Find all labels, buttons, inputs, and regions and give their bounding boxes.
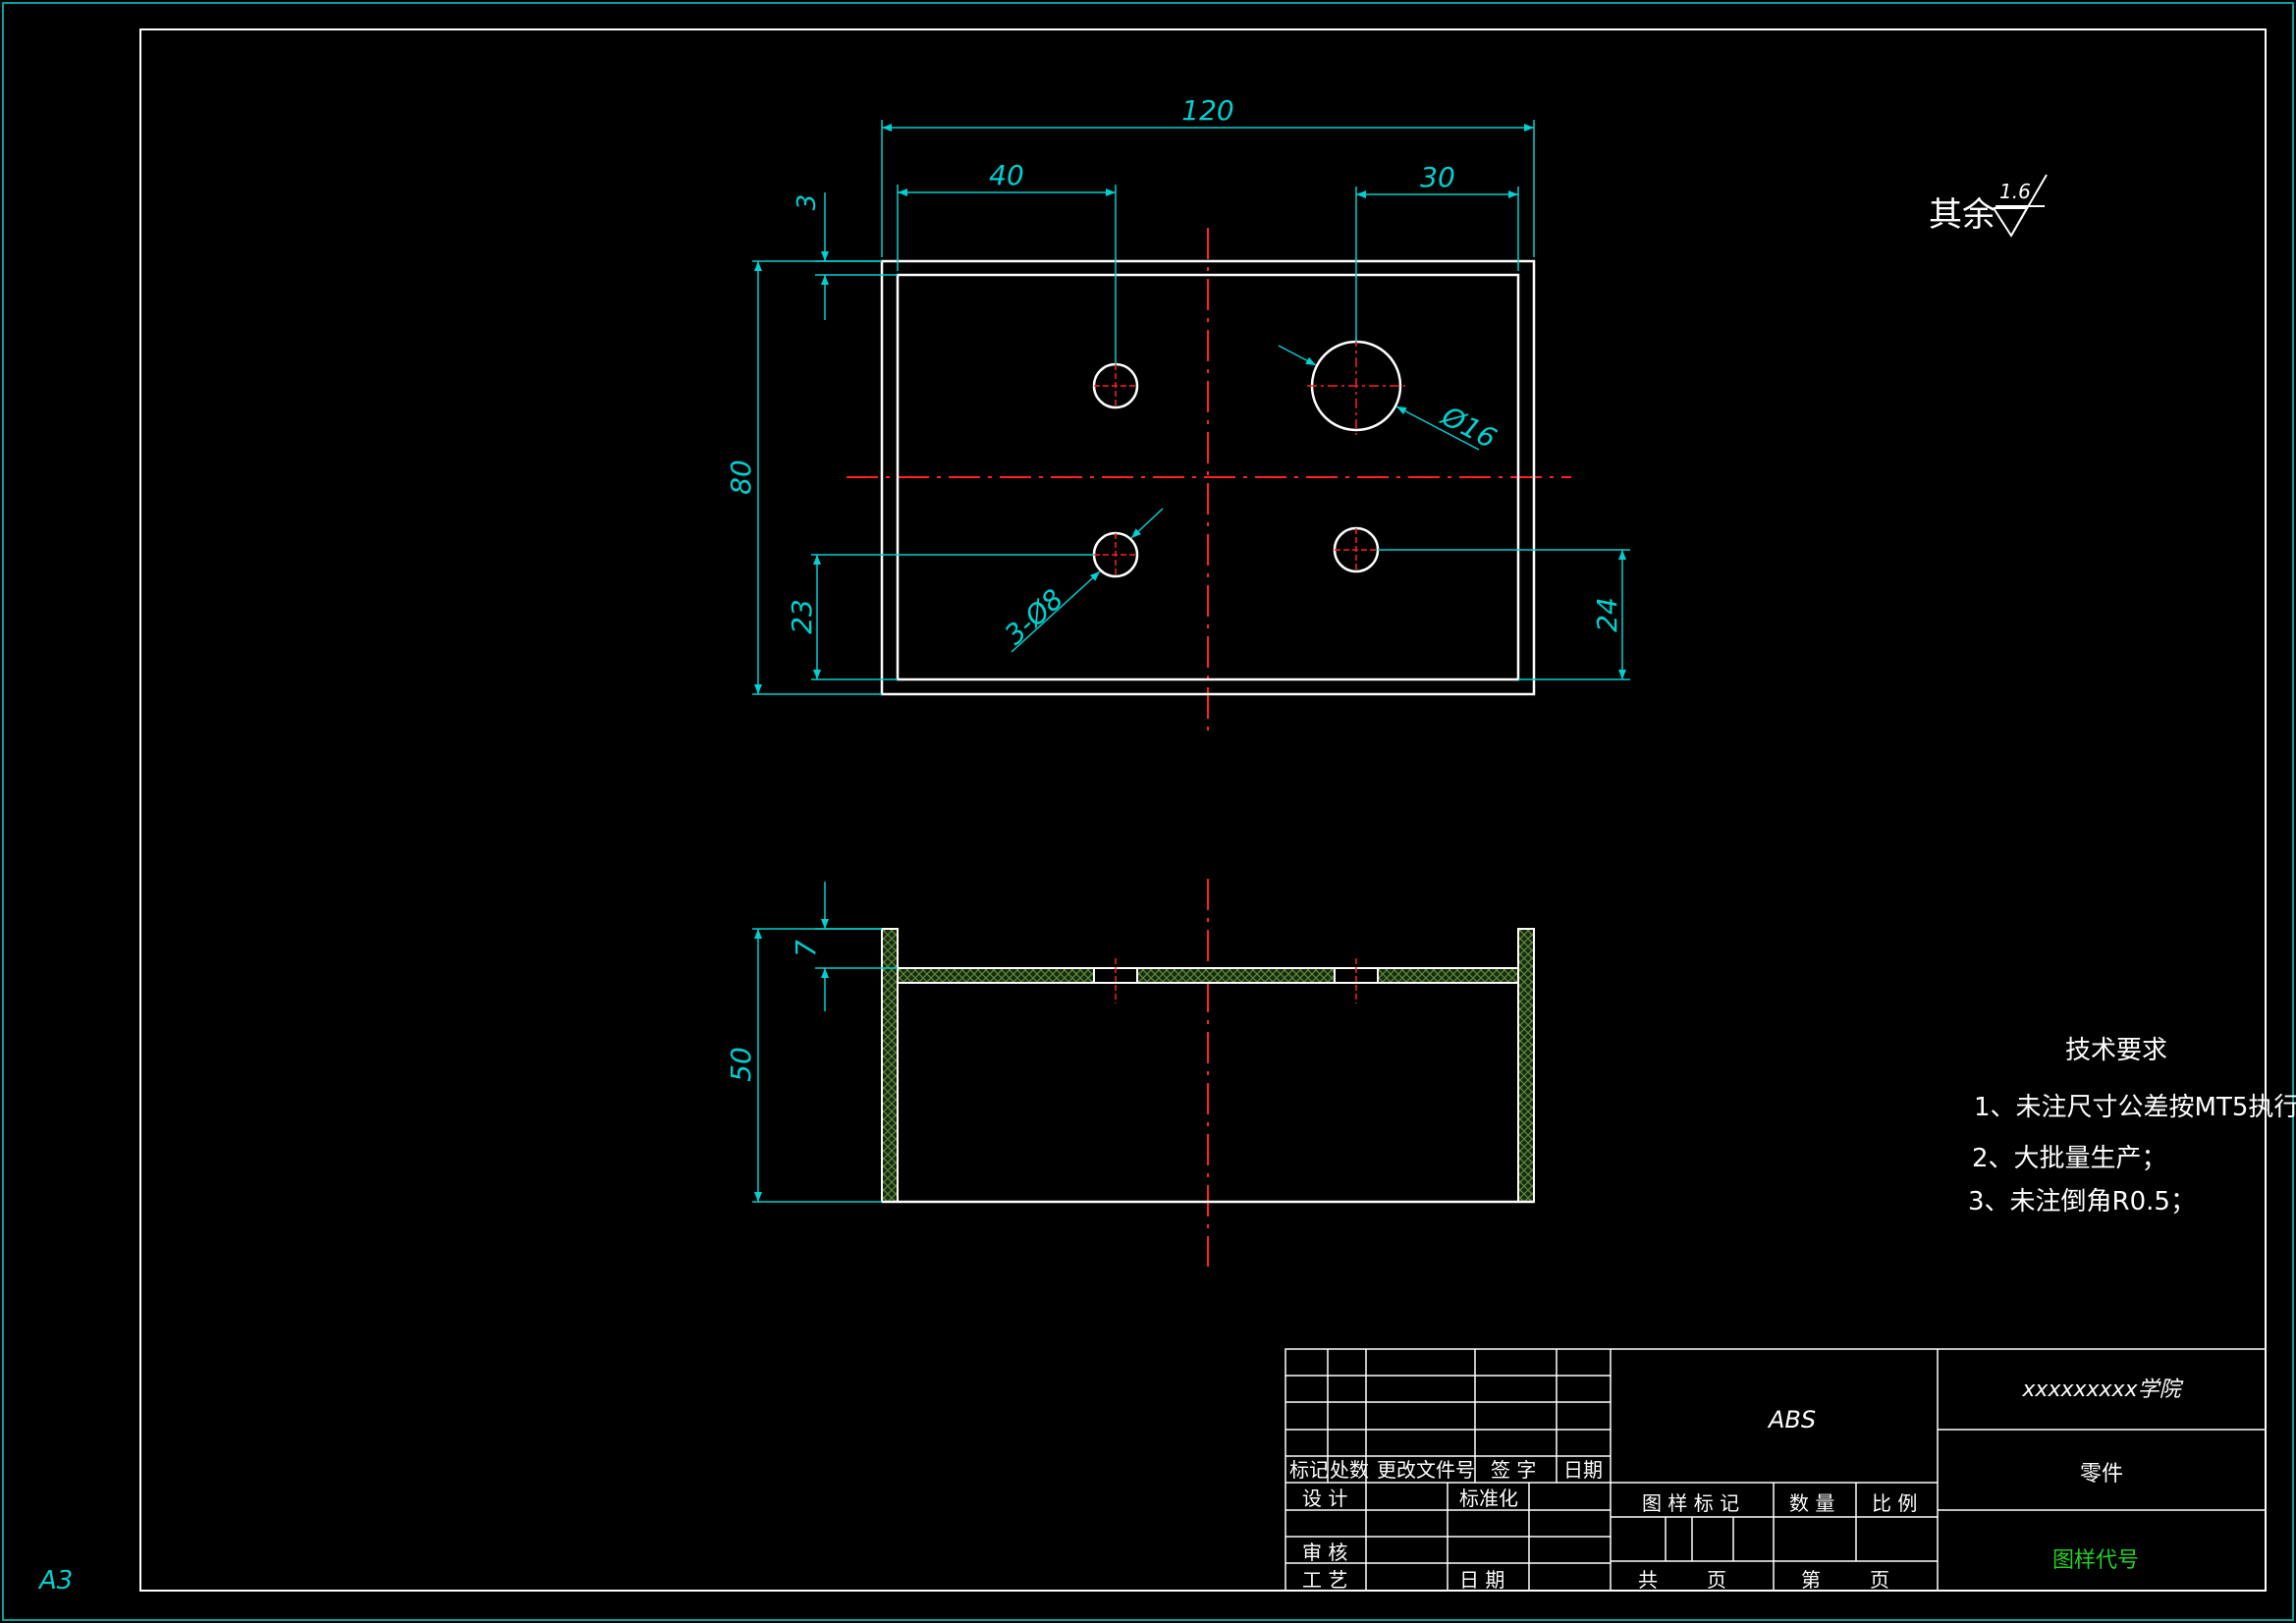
dim-hole-offset-left-text: 40 xyxy=(989,159,1024,191)
inner-frame xyxy=(139,28,2267,1592)
tb-header-change-doc: 更改文件号 xyxy=(1377,1458,1475,1482)
dim-hole-offset-bottom-left-text: 23 xyxy=(786,599,818,634)
dim-floor-thickness-text: 7 xyxy=(790,940,822,957)
dim-overall-width xyxy=(881,120,1535,257)
dim-wall-thickness xyxy=(815,192,898,320)
tech-requirements: 技术要求 1、未注尺寸公差按MT5执行； 2、大批量生产； 3、未注倒角R0.5… xyxy=(1968,1036,2296,1217)
tb-sheet-word-1: 页 xyxy=(1707,1568,1726,1592)
tb-school: xxxxxxxxx学院 xyxy=(2021,1378,2183,1402)
plan-outer-outline xyxy=(880,259,1536,696)
hole-small-bottom-left xyxy=(1092,531,1139,578)
plan-inner-outline xyxy=(896,273,1520,681)
dim-overall-depth xyxy=(752,260,882,695)
plan-view: 120 40 30 3 80 xyxy=(725,94,1630,731)
tb-header-mark: 标记 xyxy=(1289,1458,1329,1482)
sheet-size-label: A3 xyxy=(37,1566,73,1596)
dim-large-hole-leader xyxy=(1278,345,1480,451)
dim-hole-offset-bottom-right-text: 24 xyxy=(1591,597,1623,632)
dim-overall-height xyxy=(752,928,882,1203)
dim-hole-offset-bottom-right xyxy=(1378,549,1630,680)
tb-drawing-code: 图样代号 xyxy=(2052,1548,2139,1573)
tb-header-signature: 签 字 xyxy=(1491,1458,1536,1482)
section-floor-middle xyxy=(1136,967,1336,984)
tb-design: 设 计 xyxy=(1302,1487,1347,1510)
tb-date: 日 期 xyxy=(1459,1568,1504,1592)
dim-hole-offset-right-text: 30 xyxy=(1420,161,1455,193)
section-left-wall xyxy=(881,928,899,1203)
dim-hole-offset-right xyxy=(1355,187,1519,342)
dim-overall-width-text: 120 xyxy=(1181,94,1233,127)
section-floor-left xyxy=(897,967,1095,984)
tb-sheet-word-2: 页 xyxy=(1870,1568,1889,1592)
tb-material: ABS xyxy=(1767,1406,1816,1434)
dim-wall-thickness-text: 3 xyxy=(793,194,822,211)
tb-header-count: 处数 xyxy=(1330,1458,1369,1482)
tech-requirement-item-3: 3、未注倒角R0.5； xyxy=(1968,1187,2196,1217)
tech-requirement-item-2: 2、大批量生产； xyxy=(1972,1144,2167,1173)
section-floor-right xyxy=(1377,967,1519,984)
tech-requirements-title: 技术要求 xyxy=(2065,1036,2167,1065)
dim-small-holes-leader xyxy=(1011,508,1164,653)
dim-hole-offset-left xyxy=(897,185,1117,364)
dim-small-holes-text: 3-Ø8 xyxy=(999,582,1069,651)
tb-quantity: 数 量 xyxy=(1789,1491,1834,1515)
tb-total: 共 xyxy=(1638,1568,1658,1592)
tb-header-date: 日期 xyxy=(1563,1458,1603,1482)
tb-standardization: 标准化 xyxy=(1459,1487,1518,1510)
tb-sheet-no: 第 xyxy=(1801,1568,1821,1592)
section-right-wall xyxy=(1517,928,1535,1203)
dim-overall-height-text: 50 xyxy=(725,1047,757,1082)
surface-finish-symbol: 其余 1.6 xyxy=(1929,174,2048,238)
tb-stage-mark: 图 样 标 记 xyxy=(1642,1491,1739,1515)
surface-finish-label: 其余 xyxy=(1929,195,1995,235)
hole-small-bottom-right xyxy=(1333,526,1380,573)
tb-review: 审 核 xyxy=(1302,1541,1347,1564)
dim-large-hole-text: Ø16 xyxy=(1436,400,1502,456)
dim-overall-depth-text: 80 xyxy=(725,460,757,495)
tb-part-name: 零件 xyxy=(2080,1462,2123,1487)
tech-requirement-item-1: 1、未注尺寸公差按MT5执行； xyxy=(1974,1093,2296,1122)
section-view: 7 50 xyxy=(725,879,1535,1267)
hole-small-top-left xyxy=(1092,362,1139,409)
tb-scale: 比 例 xyxy=(1872,1491,1917,1515)
title-block xyxy=(1285,1348,2267,1592)
hole-large-top-right xyxy=(1307,337,1405,435)
tb-process: 工 艺 xyxy=(1302,1568,1347,1592)
surface-finish-value: 1.6 xyxy=(1999,180,2031,203)
dim-hole-offset-bottom-left xyxy=(811,554,1094,680)
